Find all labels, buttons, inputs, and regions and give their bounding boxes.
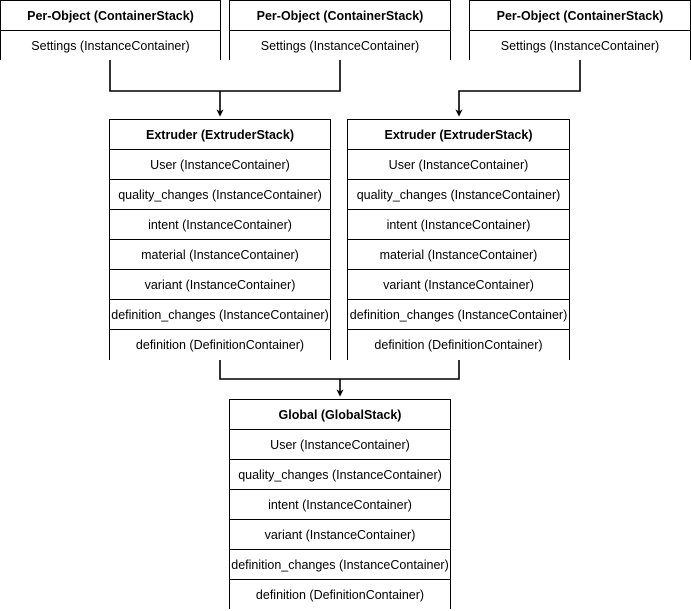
node-row-material: material (InstanceContainer) <box>348 240 569 270</box>
edge-perobject1-to-extruder1 <box>109 60 220 92</box>
node-row-intent: intent (InstanceContainer) <box>230 490 450 520</box>
node-header: Per-Object (ContainerStack) <box>470 1 690 31</box>
node-row-definition-changes: definition_changes (InstanceContainer) <box>348 300 569 330</box>
node-row-settings: Settings (InstanceContainer) <box>230 31 450 60</box>
node-header: Extruder (ExtruderStack) <box>348 120 569 150</box>
node-row-variant: variant (InstanceContainer) <box>110 270 330 300</box>
node-row-intent: intent (InstanceContainer) <box>110 210 330 240</box>
node-row-definition-changes: definition_changes (InstanceContainer) <box>110 300 330 330</box>
node-row-definition: definition (DefinitionContainer) <box>348 330 569 360</box>
node-row-definition: definition (DefinitionContainer) <box>110 330 330 360</box>
node-row-material: material (InstanceContainer) <box>110 240 330 270</box>
node-row-user: User (InstanceContainer) <box>110 150 330 180</box>
edge-extruder2-to-global <box>340 360 460 380</box>
node-header: Extruder (ExtruderStack) <box>110 120 330 150</box>
node-row-settings: Settings (InstanceContainer) <box>470 31 690 60</box>
node-row-quality-changes: quality_changes (InstanceContainer) <box>348 180 569 210</box>
node-row-variant: variant (InstanceContainer) <box>348 270 569 300</box>
edge-extruder1-to-global <box>219 360 340 380</box>
node-row-variant: variant (InstanceContainer) <box>230 520 450 550</box>
node-row-intent: intent (InstanceContainer) <box>348 210 569 240</box>
node-row-quality-changes: quality_changes (InstanceContainer) <box>110 180 330 210</box>
node-extruder-2[interactable]: Extruder (ExtruderStack) User (InstanceC… <box>347 119 570 360</box>
node-header: Per-Object (ContainerStack) <box>1 1 220 31</box>
node-header: Per-Object (ContainerStack) <box>230 1 450 31</box>
edge-perobject2-to-extruder1 <box>220 60 341 92</box>
node-row-user: User (InstanceContainer) <box>230 430 450 460</box>
node-per-object-1[interactable]: Per-Object (ContainerStack) Settings (In… <box>0 0 221 60</box>
node-row-definition-changes: definition_changes (InstanceContainer) <box>230 550 450 580</box>
node-row-definition: definition (DefinitionContainer) <box>230 580 450 610</box>
node-row-quality-changes: quality_changes (InstanceContainer) <box>230 460 450 490</box>
node-row-settings: Settings (InstanceContainer) <box>1 31 220 60</box>
node-extruder-1[interactable]: Extruder (ExtruderStack) User (InstanceC… <box>109 119 331 360</box>
node-per-object-2[interactable]: Per-Object (ContainerStack) Settings (In… <box>229 0 451 60</box>
node-per-object-3[interactable]: Per-Object (ContainerStack) Settings (In… <box>469 0 691 60</box>
node-row-user: User (InstanceContainer) <box>348 150 569 180</box>
node-global[interactable]: Global (GlobalStack) User (InstanceConta… <box>229 399 451 610</box>
edge-perobject3-to-extruder2 <box>455 60 581 117</box>
node-header: Global (GlobalStack) <box>230 400 450 430</box>
